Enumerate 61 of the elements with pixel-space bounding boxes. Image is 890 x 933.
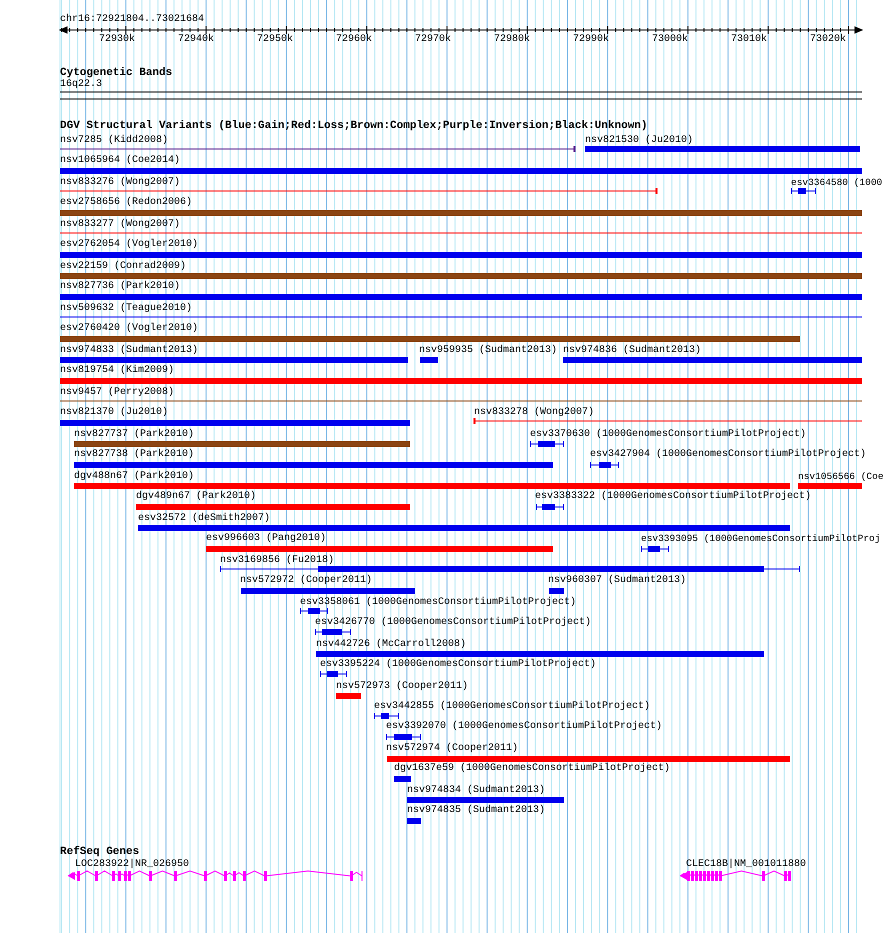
feature-label: nsv1056566 (Coe [798, 471, 884, 483]
tick-label: 72960k [336, 34, 372, 46]
feature-label: nsv827737 (Park2010) [74, 429, 194, 441]
tick-label: 72980k [494, 34, 530, 46]
feature-label: esv3426770 (1000GenomesConsortiumPilotProject) [315, 617, 592, 629]
feature-label: esv32572 (deSmith2007) [138, 513, 270, 525]
feature-label: esv3427904 (1000GenomesConsortiumPilotProject) [590, 449, 866, 461]
feature-label: nsv960307 (Sudmant2013) [548, 575, 686, 587]
feature-label: nsv442726 (McCarroll2008) [316, 639, 466, 651]
feature-label: esv3393095 (1000GenomesConsortiumPilotProj [641, 533, 880, 545]
track-heading: DGV Structural Variants (Blue:Gain;Red:Loss;Brown:Complex;Purple:Inversion;Black:Unknown) [60, 120, 648, 132]
position-label: chr16:72921804..73021684 [60, 14, 204, 26]
feature-label: nsv833276 (Wong2007) [60, 177, 180, 189]
feature-label: esv3392070 (1000GenomesConsortiumPilotProject) [386, 721, 662, 733]
tick-label: 72940k [178, 34, 214, 46]
feature-label: esv2760420 (Vogler2010) [60, 323, 198, 335]
feature-label: nsv974834 (Sudmant2013) [407, 785, 546, 797]
tick-label: 73020k [810, 34, 846, 46]
tick-label: 72990k [573, 34, 609, 46]
feature-label: nsv9457 (Perry2008) [60, 387, 174, 399]
feature-label: nsv974833 (Sudmant2013) [60, 345, 198, 357]
feature-label: esv996603 (Pang2010) [206, 533, 326, 545]
feature-label: esv3442855 (1000GenomesConsortiumPilotProject) [374, 701, 650, 713]
feature-label: dgv1637e59 (1000GenomesConsortiumPilotProject) [394, 763, 670, 775]
track-heading: Cytogenetic Bands [60, 67, 172, 79]
feature-label: dgv488n67 (Park2010) [74, 471, 194, 483]
tick-label: 73000k [652, 34, 688, 46]
feature-label: nsv3169856 (Fu2018) [220, 555, 334, 567]
feature-label: nsv572972 (Cooper2011) [240, 575, 372, 587]
feature-label: nsv7285 (Kidd2008) [60, 135, 168, 147]
feature-label: esv2758656 (Redon2006) [60, 197, 192, 209]
feature-label: nsv827738 (Park2010) [74, 449, 194, 461]
feature-label: esv2762054 (Vogler2010) [60, 239, 198, 251]
feature-label: nsv974836 (Sudmant2013) [563, 345, 702, 357]
feature-label: LOC283922|NR_026950 [75, 859, 190, 871]
feature-label: nsv509632 (Teague2010) [60, 303, 192, 315]
tick-label: 72950k [257, 34, 293, 46]
feature-label: CLEC18B|NM_001011880 [686, 859, 806, 871]
feature-label: esv3370630 (1000GenomesConsortiumPilotProject) [530, 429, 806, 441]
feature-label: nsv572973 (Cooper2011) [336, 681, 468, 693]
feature-label: nsv833278 (Wong2007) [474, 407, 594, 419]
feature-label: nsv833277 (Wong2007) [60, 219, 180, 231]
feature-label: nsv819754 (Kim2009) [60, 365, 174, 377]
track-heading: RefSeq Genes [60, 846, 140, 858]
feature-label: nsv821370 (Ju2010) [60, 407, 168, 419]
feature-label: nsv1065964 (Coe2014) [60, 155, 180, 167]
feature-label: nsv959935 (Sudmant2013) [419, 345, 558, 357]
feature-label: esv22159 (Conrad2009) [60, 261, 186, 273]
feature-label: nsv572974 (Cooper2011) [386, 743, 518, 755]
tick-label: 73010k [731, 34, 767, 46]
feature-label: nsv821530 (Ju2010) [585, 135, 694, 147]
feature-label: esv3358061 (1000GenomesConsortiumPilotProject) [300, 597, 576, 609]
tick-label: 72930k [99, 34, 135, 46]
feature-label: esv3383322 (1000GenomesConsortiumPilotProject) [535, 491, 812, 503]
tick-label: 72970k [415, 34, 451, 46]
feature-label: esv3364580 (1000 [791, 177, 882, 189]
feature-label: nsv827736 (Park2010) [60, 281, 180, 293]
feature-label: dgv489n67 (Park2010) [136, 491, 256, 503]
feature-label: esv3395224 (1000GenomesConsortiumPilotProject) [320, 659, 596, 671]
feature-label: nsv974835 (Sudmant2013) [407, 805, 546, 817]
position-label: 16q22.3 [60, 79, 102, 91]
